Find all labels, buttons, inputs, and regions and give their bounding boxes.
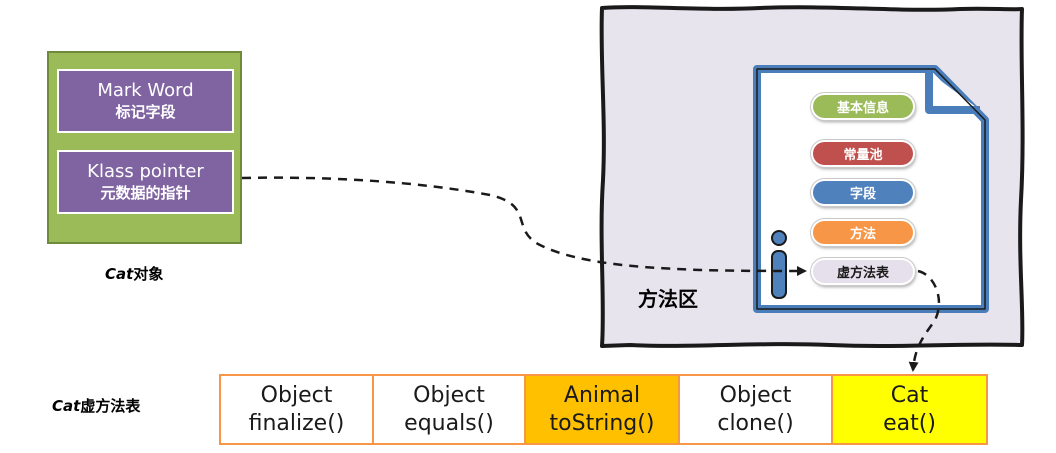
vtable-cell-owner: Object — [413, 382, 485, 408]
vtable-cell-eat: Cat eat() — [831, 374, 988, 445]
vtable-cell-owner: Object — [719, 382, 792, 408]
cat-object-caption-suffix: 对象 — [133, 265, 164, 283]
vtable-cell-owner: Animal — [563, 382, 641, 408]
cat-vtable-caption-prefix: Cat — [52, 397, 81, 415]
vtable-cell-method: clone() — [717, 410, 794, 436]
klass-pointer-name: Klass pointer — [87, 161, 204, 182]
vtable-cell-finalize: Object finalize() — [219, 374, 374, 445]
cat-vtable-caption-suffix: 虚方法表 — [80, 397, 141, 415]
vtable-cell-method: eat() — [883, 410, 936, 436]
entry-basic-info: 基本信息 — [811, 93, 915, 120]
vtable-cell-method: toString() — [549, 410, 655, 436]
cat-object-caption-prefix: Cat — [105, 265, 134, 283]
vtable-cell-owner: Cat — [890, 382, 929, 408]
mark-word-field: Mark Word 标记字段 — [57, 69, 234, 133]
vtable-cell-equals: Object equals() — [372, 374, 526, 445]
entry-fields: 字段 — [811, 179, 915, 206]
cat-vtable-caption: Cat虚方法表 — [52, 395, 140, 416]
vtable-cell-tostring: Animal toString() — [524, 374, 680, 445]
klass-pointer-label: 元数据的指针 — [100, 184, 191, 202]
cat-object-caption: Cat对象 — [105, 263, 163, 284]
entry-virtual-method-table: 虚方法表 — [811, 258, 915, 285]
vtable-cell-method: finalize() — [248, 410, 345, 436]
klass-pointer-field: Klass pointer 元数据的指针 — [57, 150, 234, 214]
entry-methods: 方法 — [811, 219, 915, 246]
cat-object-box: Mark Word 标记字段 Klass pointer 元数据的指针 — [47, 51, 242, 244]
method-area-label: 方法区 — [638, 287, 698, 311]
info-icon — [771, 230, 787, 299]
mark-word-label: 标记字段 — [115, 103, 176, 121]
vtable-cell-owner: Object — [260, 382, 333, 408]
vtable-cell-clone: Object clone() — [678, 374, 833, 445]
vtable-cell-method: equals() — [404, 410, 494, 436]
mark-word-name: Mark Word — [97, 80, 194, 101]
entry-constant-pool: 常量池 — [811, 140, 915, 167]
